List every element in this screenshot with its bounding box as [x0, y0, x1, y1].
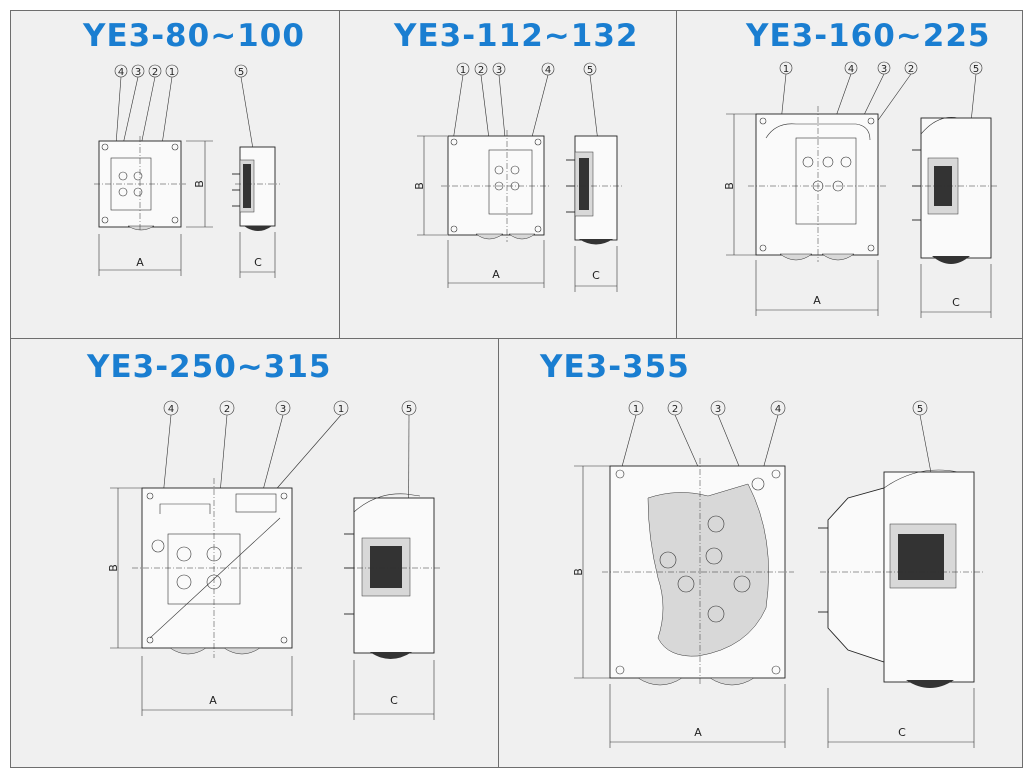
panel-ye3-112-132: YE3-112~132 1 2 3 4 5 A B C — [339, 10, 676, 338]
callout-number: 1 — [169, 67, 175, 78]
callout-number: 3 — [280, 404, 286, 415]
dim-b-label: B — [572, 568, 585, 576]
callout-1: 1 — [779, 61, 793, 75]
dim-b-label: B — [413, 182, 426, 190]
callout-3: 3 — [492, 62, 506, 76]
callout-2: 2 — [219, 400, 235, 416]
callout-3: 3 — [275, 400, 291, 416]
callout-5: 5 — [234, 64, 248, 78]
terminal-box-drawing: 1 4 3 2 5 A B C — [723, 61, 998, 318]
callout-number: 2 — [478, 65, 484, 76]
callout-2: 2 — [904, 61, 918, 75]
dim-a-label: A — [136, 256, 144, 269]
callout-number: 3 — [496, 65, 502, 76]
dim-c-label: C — [952, 296, 960, 309]
callout-number: 1 — [633, 404, 639, 415]
callout-number: 1 — [460, 65, 466, 76]
callout-number: 4 — [848, 64, 854, 75]
dim-b-label: B — [723, 182, 736, 190]
dim-c-label: C — [390, 694, 398, 707]
callout-number: 2 — [908, 64, 914, 75]
callout-number: 1 — [338, 404, 344, 415]
panel-title: YE3-80~100 — [83, 18, 305, 54]
divider — [498, 338, 499, 768]
dim-a-label: A — [209, 694, 217, 707]
callout-1: 1 — [333, 400, 349, 416]
panel-ye3-160-225: YE3-160~225 1 4 3 2 5 A B — [676, 10, 1023, 338]
callout-number: 3 — [135, 67, 141, 78]
divider — [10, 338, 1023, 339]
callout-number: 5 — [917, 404, 923, 415]
terminal-box-drawing: 1 2 3 4 5 A B C — [572, 400, 984, 748]
panel-ye3-80-100: YE3-80~100 4 3 2 1 5 A B — [10, 10, 339, 338]
panel-title: YE3-112~132 — [394, 18, 639, 54]
callout-4: 4 — [844, 61, 858, 75]
callout-4: 4 — [541, 62, 555, 76]
callout-number: 3 — [715, 404, 721, 415]
callout-number: 3 — [881, 64, 887, 75]
callout-number: 5 — [406, 404, 412, 415]
dim-a-label: A — [492, 268, 500, 281]
dim-b-label: B — [107, 564, 120, 572]
panel-ye3-355: YE3-355 1 2 3 4 5 A B — [498, 338, 1023, 768]
callout-5: 5 — [969, 61, 983, 75]
divider — [339, 10, 340, 338]
callout-number: 1 — [783, 64, 789, 75]
callout-number: 2 — [224, 404, 230, 415]
callout-number: 2 — [672, 404, 678, 415]
callout-number: 4 — [775, 404, 781, 415]
dim-a-label: A — [694, 726, 702, 739]
callout-2: 2 — [148, 64, 162, 78]
panel-ye3-250-315: YE3-250~315 4 2 3 1 5 A B — [10, 338, 498, 768]
callout-3: 3 — [877, 61, 891, 75]
callout-number: 4 — [118, 67, 124, 78]
dim-b-label: B — [193, 180, 206, 188]
callout-number: 2 — [152, 67, 158, 78]
callout-2: 2 — [474, 62, 488, 76]
panel-title: YE3-355 — [540, 349, 690, 385]
panel-title: YE3-160~225 — [746, 18, 991, 54]
callout-5: 5 — [583, 62, 597, 76]
dim-c-label: C — [592, 269, 600, 282]
dim-c-label: C — [898, 726, 906, 739]
dim-a-label: A — [813, 294, 821, 307]
callout-number: 5 — [587, 65, 593, 76]
callout-1: 1 — [456, 62, 470, 76]
callout-1: 1 — [165, 64, 179, 78]
callout-number: 5 — [973, 64, 979, 75]
callout-1: 1 — [628, 400, 644, 416]
callout-number: 4 — [545, 65, 551, 76]
callout-number: 4 — [168, 404, 174, 415]
terminal-box-drawing: 1 2 3 4 5 A B C — [413, 62, 624, 292]
callout-number: 5 — [238, 67, 244, 78]
callout-4: 4 — [163, 400, 179, 416]
terminal-box-drawing: 4 2 3 1 5 A B C — [107, 400, 442, 720]
divider — [676, 10, 677, 338]
terminal-box-drawing: 4 3 2 1 5 A B C — [94, 64, 280, 278]
callout-3: 3 — [131, 64, 145, 78]
callout-2: 2 — [667, 400, 683, 416]
callout-5: 5 — [912, 400, 928, 416]
callout-3: 3 — [710, 400, 726, 416]
callout-4: 4 — [770, 400, 786, 416]
dim-c-label: C — [254, 256, 262, 269]
callout-5: 5 — [401, 400, 417, 416]
callout-4: 4 — [114, 64, 128, 78]
panel-title: YE3-250~315 — [87, 349, 332, 385]
